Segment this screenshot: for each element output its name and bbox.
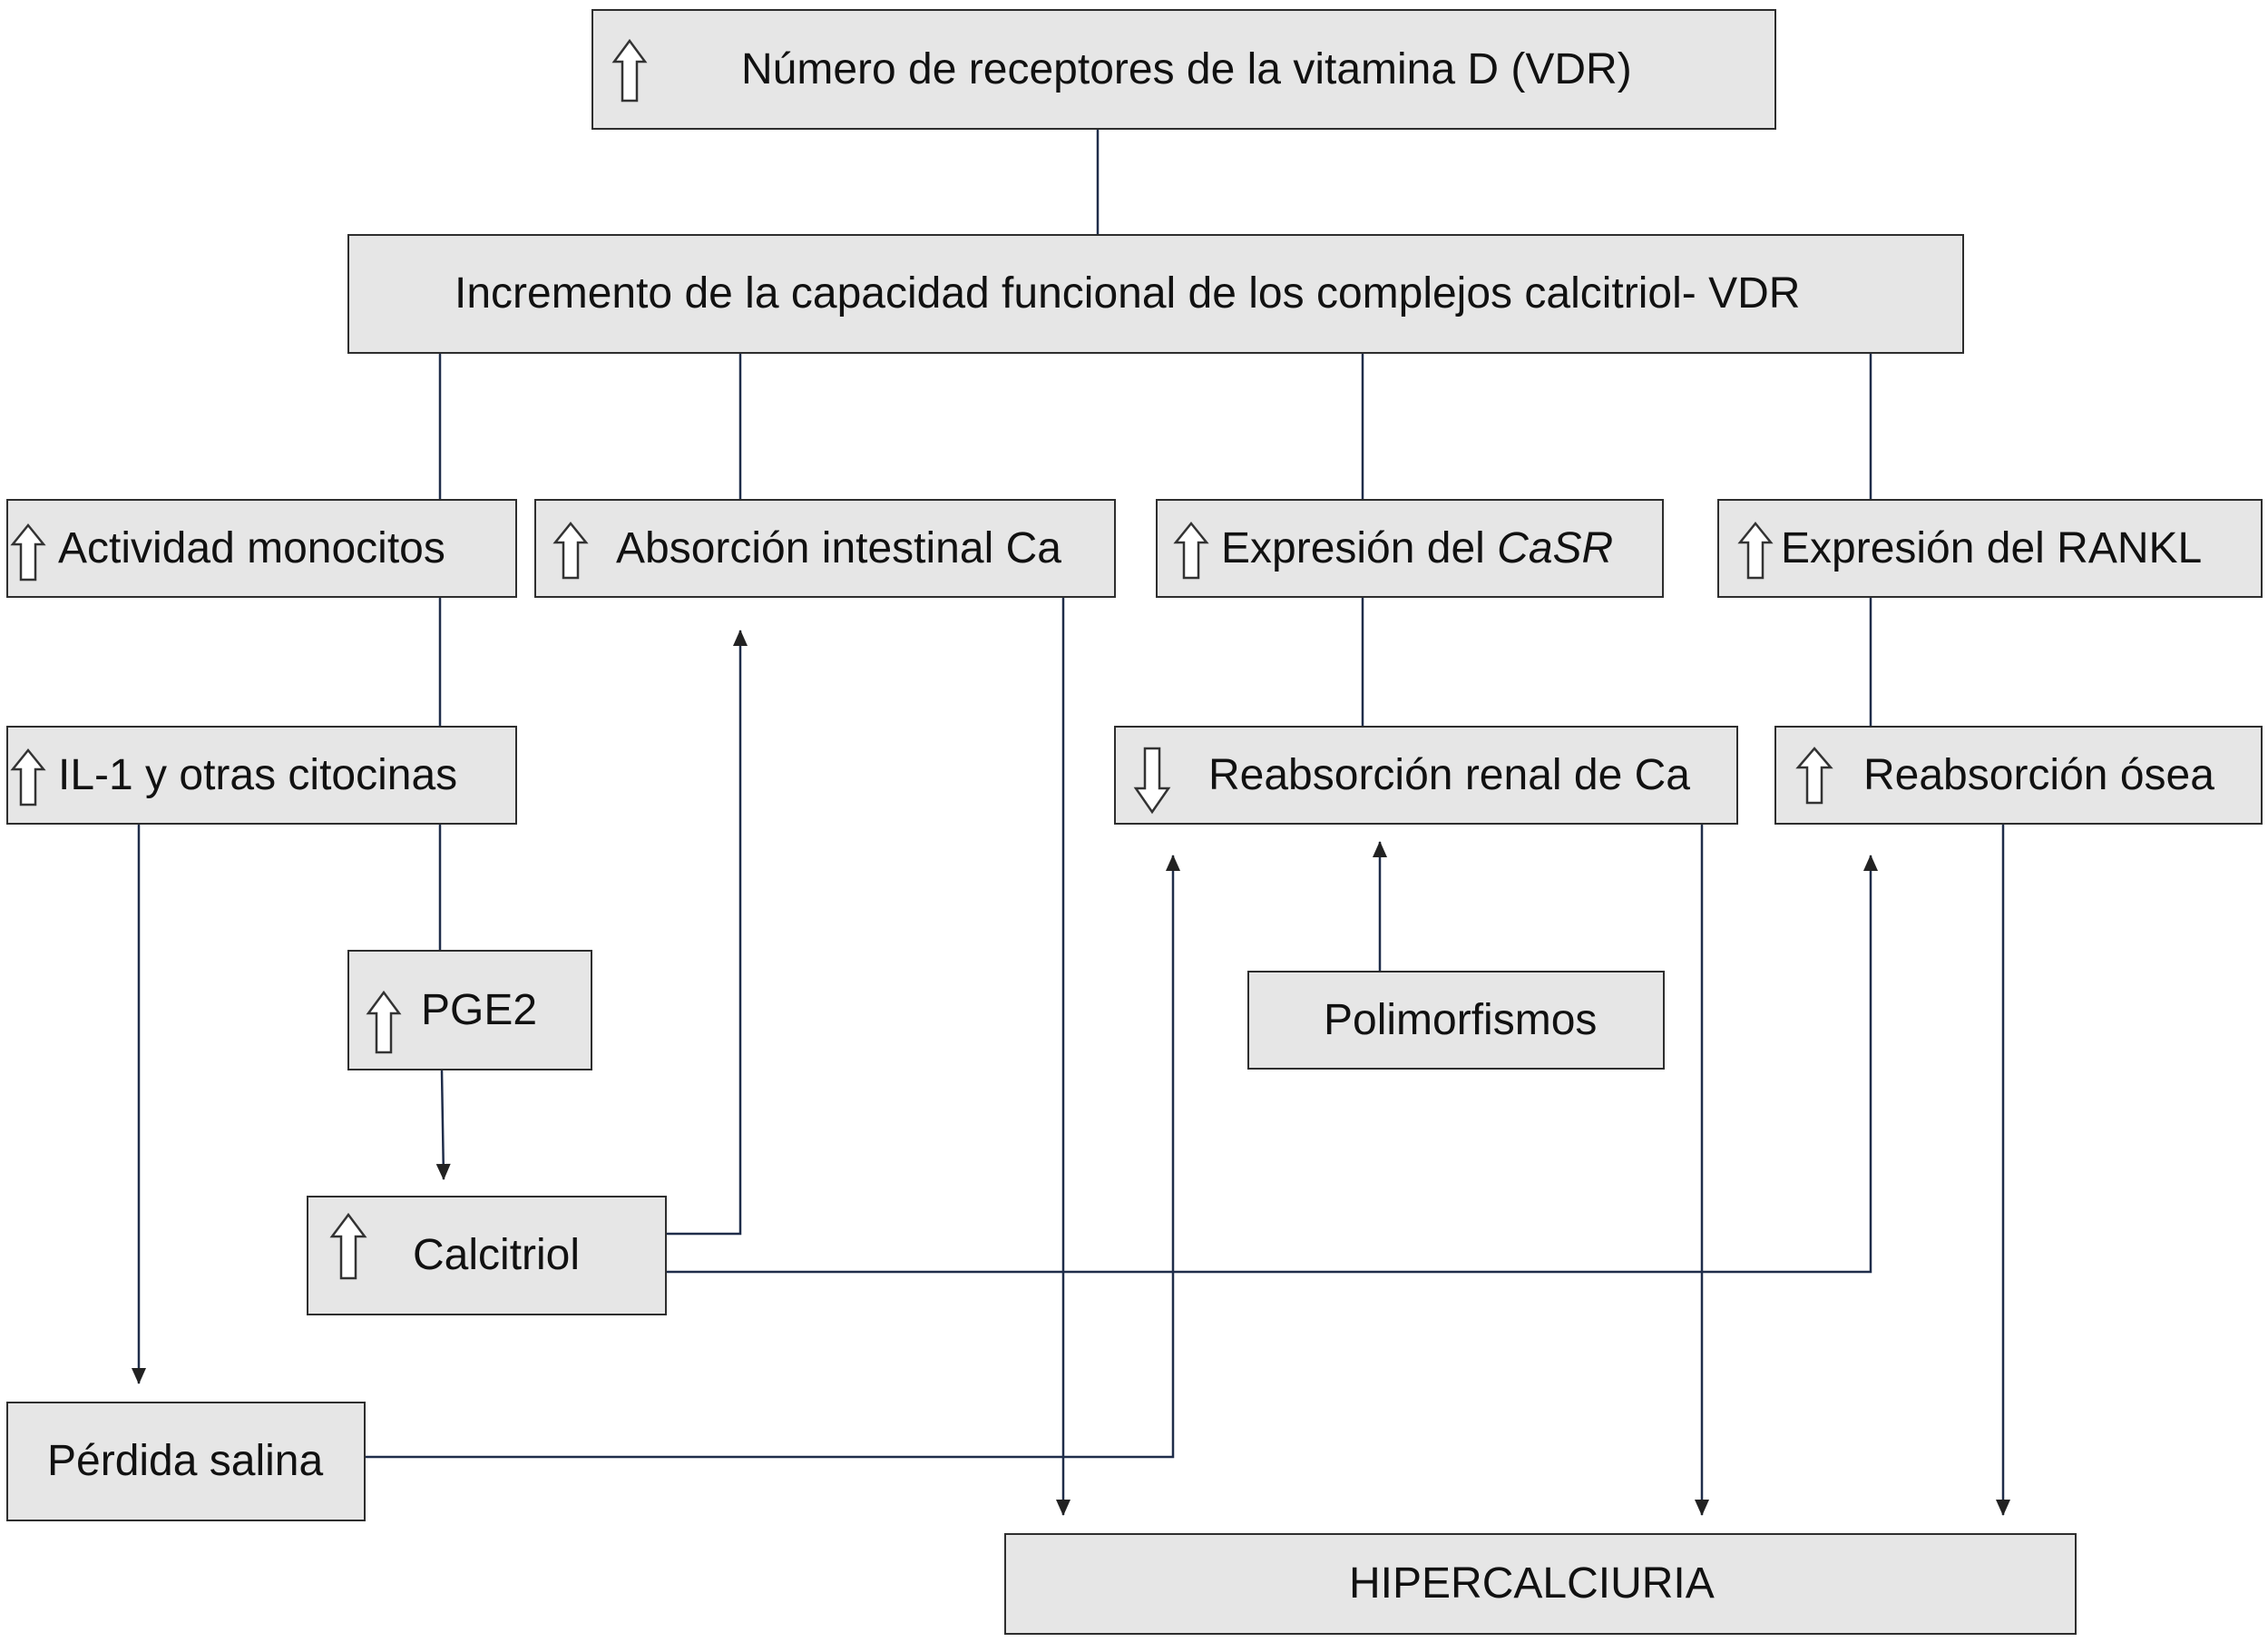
node-osea-label: Reabsorción ósea <box>1863 750 2214 799</box>
node-pge2-label: PGE2 <box>421 985 538 1034</box>
node-absorcion-label: Absorción intestinal Ca <box>616 523 1061 572</box>
node-renal: Reabsorción renal de Ca <box>1114 726 1738 825</box>
node-osea: Reabsorción ósea <box>1774 726 2263 825</box>
node-calcitriol: Calcitriol <box>307 1196 667 1315</box>
node-casr-label-prefix: Expresión del <box>1221 523 1498 572</box>
node-capacidad: Incremento de la capacidad funcional de … <box>347 234 1964 354</box>
node-rankl-label: Expresión del RANKL <box>1781 523 2203 572</box>
arrow-pge2-calcitriol <box>435 1070 451 1180</box>
up-arrow-icon <box>1173 521 1209 581</box>
node-perdida: Pérdida salina <box>6 1402 366 1521</box>
node-capacidad-label: Incremento de la capacidad funcional de … <box>455 269 1801 318</box>
arrow-calcitriol-osea <box>667 855 1878 1274</box>
up-arrow-icon <box>10 748 46 807</box>
node-polimorfismos: Polimorfismos <box>1247 971 1665 1070</box>
node-renal-label: Reabsorción renal de Ca <box>1208 750 1690 799</box>
node-monocitos-label: Actividad monocitos <box>58 523 445 572</box>
node-rankl: Expresión del RANKL <box>1717 499 2263 598</box>
node-vdr-label: Número de receptores de la vitamina D (V… <box>741 44 1632 93</box>
node-hipercalciuria: HIPERCALCIURIA <box>1004 1533 2077 1635</box>
node-monocitos: Actividad monocitos <box>6 499 517 598</box>
up-arrow-icon <box>328 1212 368 1281</box>
up-arrow-icon <box>552 521 589 581</box>
node-polimorfismos-label: Polimorfismos <box>1324 995 1598 1044</box>
node-absorcion: Absorción intestinal Ca <box>534 499 1116 598</box>
node-casr-label-gene: CaSR <box>1497 523 1614 572</box>
arrow-calcitriol-absorcion <box>667 630 748 1236</box>
node-pge2: PGE2 <box>347 950 592 1070</box>
node-vdr: Número de receptores de la vitamina D (V… <box>591 9 1776 130</box>
node-perdida-label: Pérdida salina <box>47 1437 324 1485</box>
down-arrow-icon <box>1132 746 1172 815</box>
node-il1: IL-1 y otras citocinas <box>6 726 517 825</box>
up-arrow-icon <box>1737 521 1774 581</box>
node-casr-label: Expresión del CaSR <box>1221 523 1614 572</box>
up-arrow-icon <box>1794 746 1834 806</box>
node-hipercalciuria-label: HIPERCALCIURIA <box>1349 1559 1715 1608</box>
up-arrow-icon <box>10 523 46 582</box>
up-arrow-icon <box>611 38 648 103</box>
up-arrow-icon <box>366 990 402 1055</box>
node-il1-label: IL-1 y otras citocinas <box>58 750 458 799</box>
node-calcitriol-label: Calcitriol <box>413 1231 581 1279</box>
node-casr: Expresión del CaSR <box>1156 499 1664 598</box>
arrow-perdida-renal <box>366 855 1180 1459</box>
